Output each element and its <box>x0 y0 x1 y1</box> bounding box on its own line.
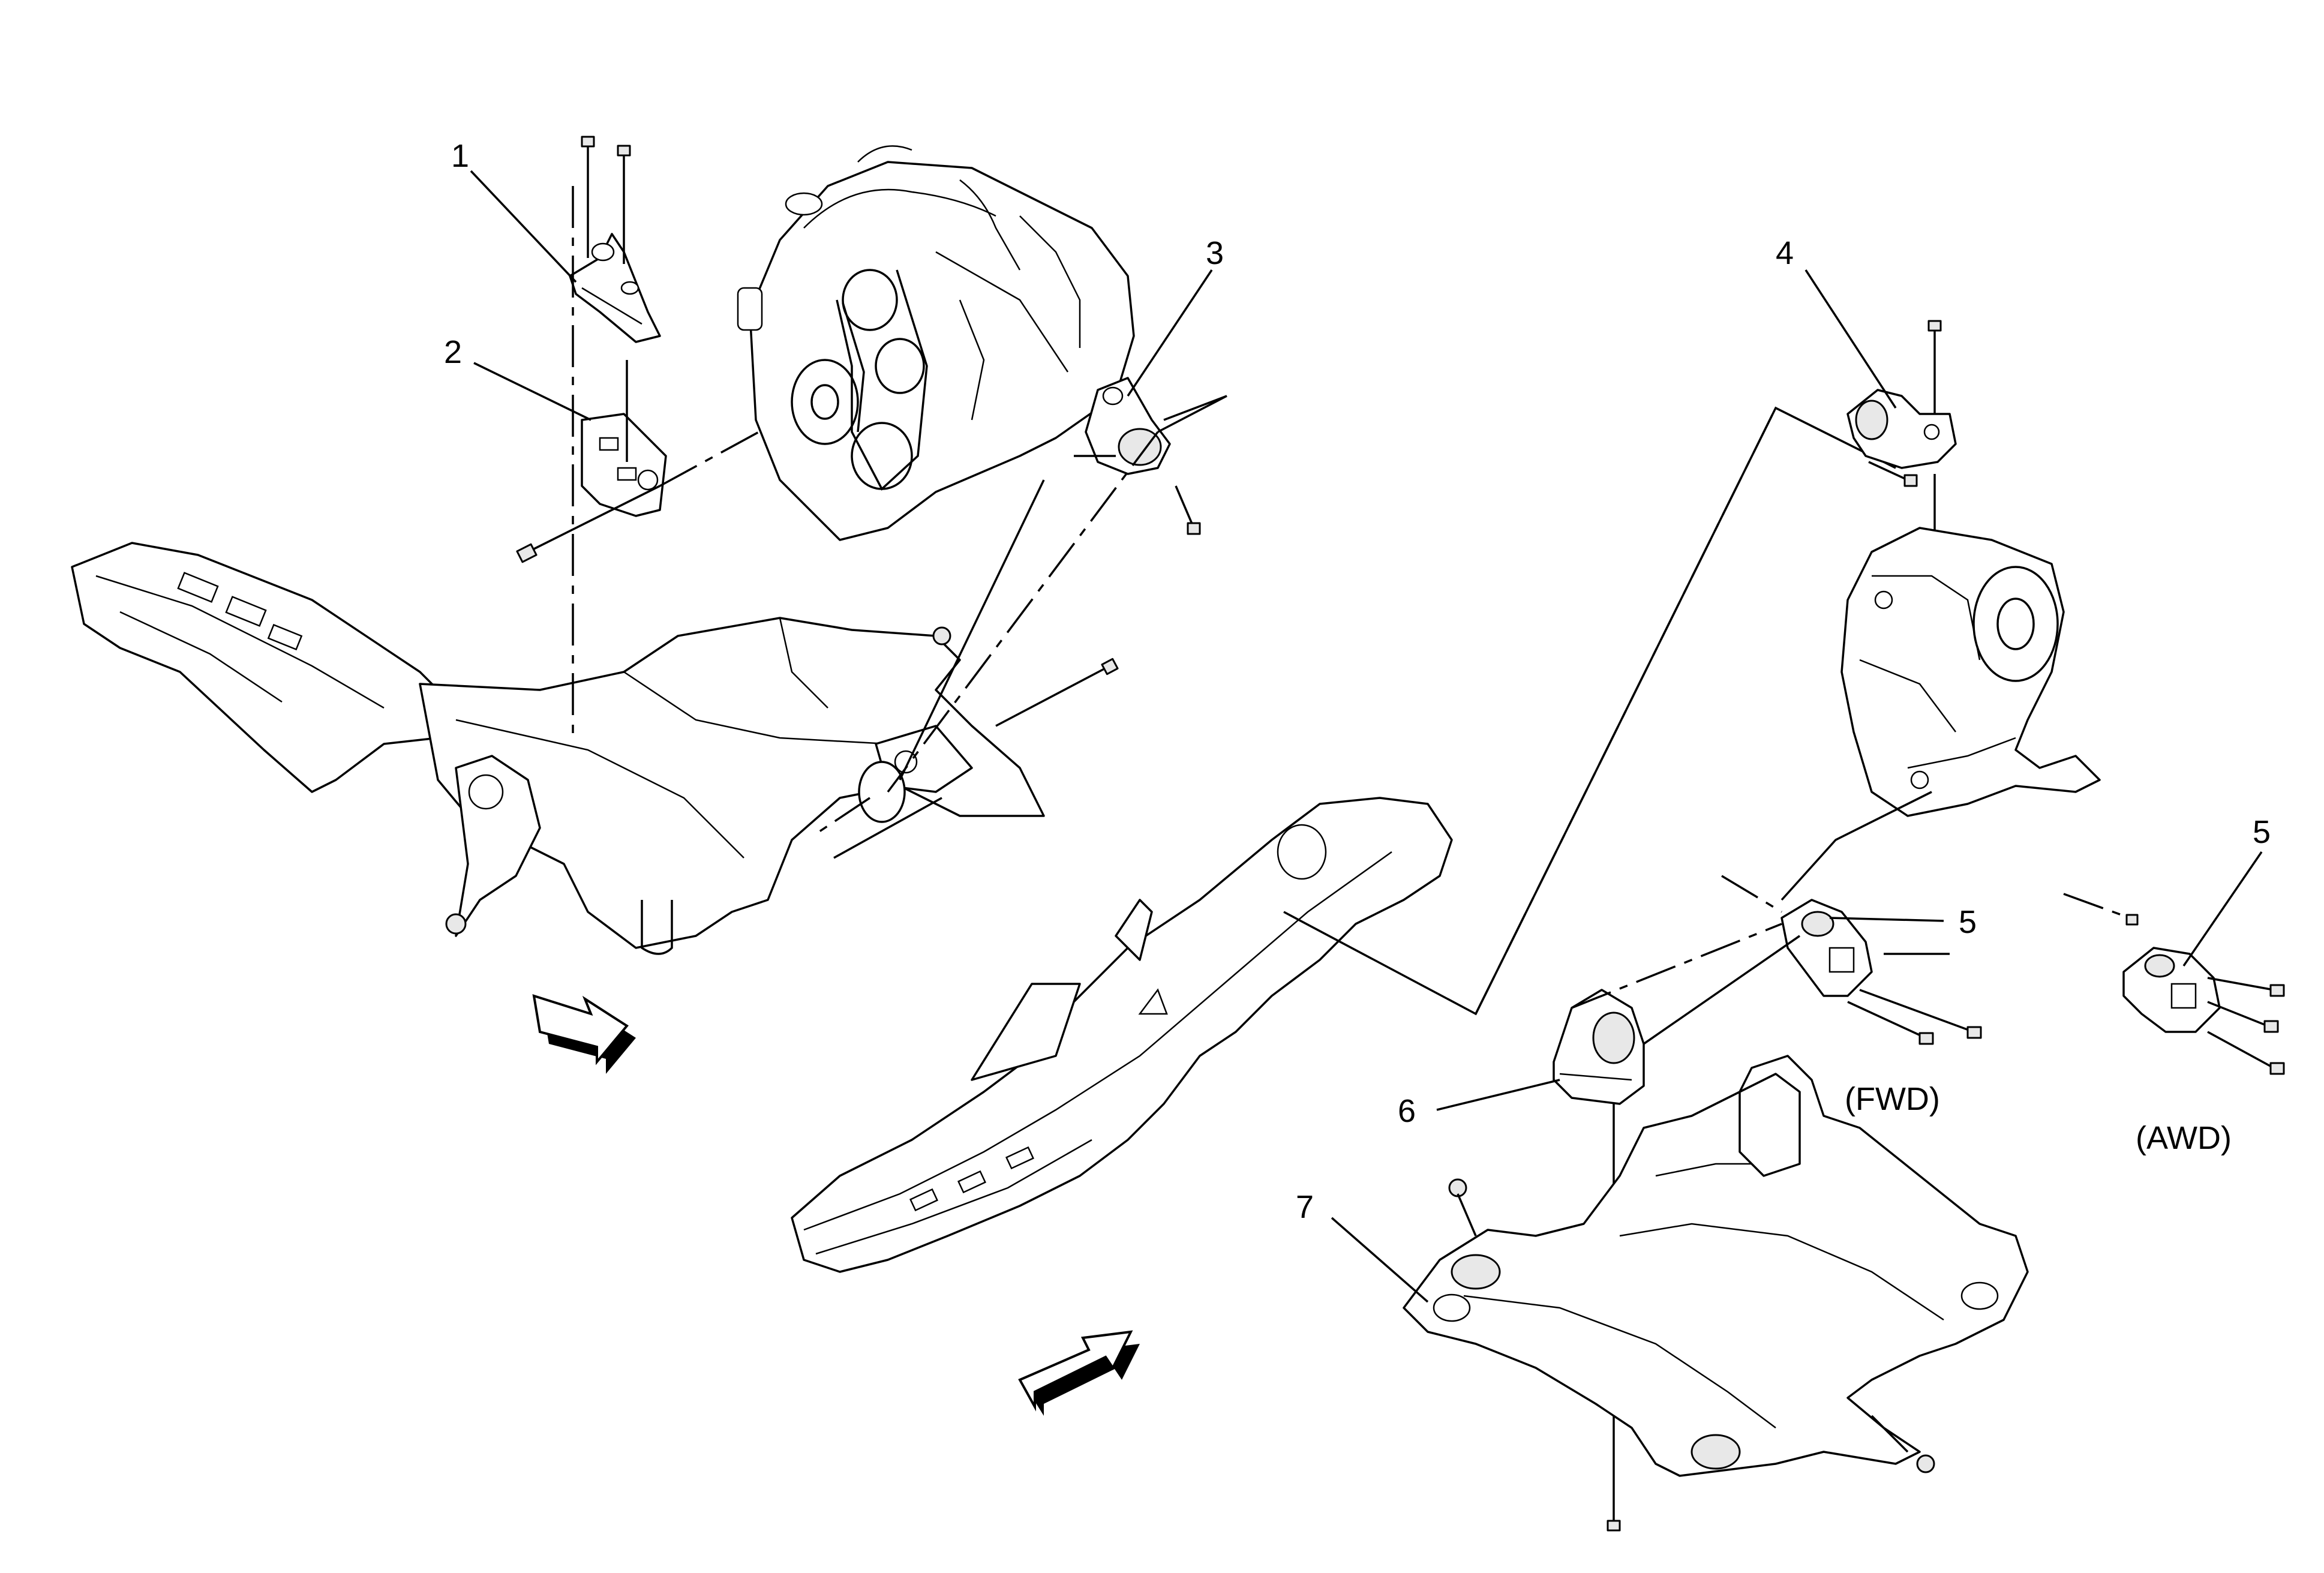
callout-5-fwd: 5 <box>1959 904 1977 940</box>
callout-2: 2 <box>444 334 462 370</box>
label-fwd: (FWD) <box>1845 1081 1940 1117</box>
front-direction-arrow-center <box>1018 1330 1140 1416</box>
transmission-mount-5-fwd <box>1721 791 1982 1045</box>
center-frame-rail <box>791 797 1453 1273</box>
transmission-mount-4 <box>1846 320 1957 540</box>
front-direction-arrow-left <box>532 994 636 1074</box>
callout-3: 3 <box>1206 235 1224 271</box>
transmission-mount-5-awd <box>2063 893 2285 1075</box>
callout-1: 1 <box>451 138 469 174</box>
right-subframe <box>1403 1055 2029 1477</box>
transmission-assembly <box>1840 527 2101 817</box>
callout-4: 4 <box>1776 235 1794 271</box>
engine-assembly <box>737 145 1135 541</box>
leader-lines-3 <box>815 395 1227 859</box>
mount-bracket-2 <box>581 413 667 517</box>
left-frame-rail <box>71 542 445 793</box>
callout-leaders <box>470 170 2263 1303</box>
upper-mount-bracket-1 <box>569 233 661 343</box>
through-bolt-2 <box>516 413 792 563</box>
engine-mount-3 <box>1085 377 1201 535</box>
callout-5-awd: 5 <box>2253 814 2271 850</box>
label-awd: (AWD) <box>2136 1120 2232 1156</box>
left-subframe <box>419 617 1045 955</box>
callout-7: 7 <box>1296 1189 1314 1225</box>
leader-lines-4 <box>1283 406 1896 1016</box>
callout-6: 6 <box>1398 1093 1416 1129</box>
